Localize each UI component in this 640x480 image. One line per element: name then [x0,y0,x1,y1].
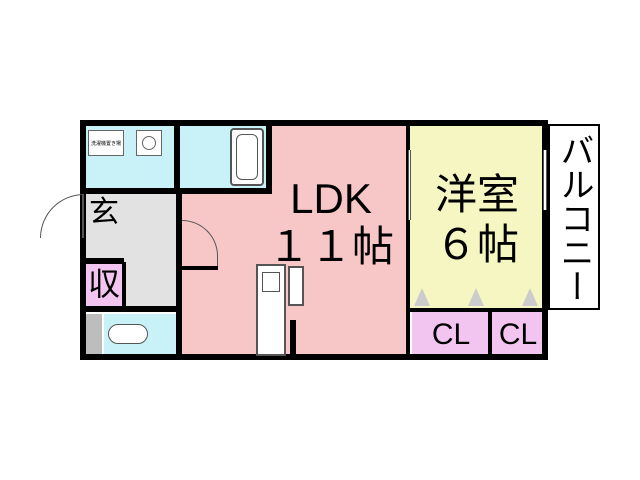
wall-closet-top [408,308,546,312]
closet-door-icon [414,288,430,306]
closet-1-area [412,312,490,356]
washer-space: 洗濯機置き場 [88,130,124,156]
closet-2-label: CL [498,318,538,351]
wall-kitchen-post [290,320,296,356]
wall-hall-ldk [176,188,182,358]
wall-wash-bath [174,120,180,194]
wall-entrance-storage [80,258,124,264]
wall-wash-bottom [80,188,180,194]
wall-top [80,120,548,126]
balcony-area [548,124,600,310]
side-strip [84,314,102,356]
fridge-space [288,266,304,306]
closet-door-icon [468,288,484,306]
closet-door-icon [522,288,538,306]
closet-1-label: CL [431,318,471,351]
washer-space-label: 洗濯機置き場 [90,141,121,147]
wall-left [80,120,86,360]
western-room-size-label: ６帖 [434,221,519,268]
hallway [124,194,180,310]
sliding-door-divider [408,150,411,220]
balcony-window [543,150,547,210]
wall-ldk-stub [182,266,218,270]
washbasin-icon [136,130,162,156]
wall-hall-side [122,262,126,310]
balcony-label: バルコニー [555,133,593,303]
wall-bath-ldk [266,120,272,194]
wall-right [542,120,548,360]
wall-ldk-closet-divider [406,124,410,358]
closet-2-area [492,312,544,356]
entrance-label: 玄 [86,198,122,228]
ldk-size-label: １１帖 [267,223,394,270]
bathtub-icon [230,128,264,186]
entrance-door-icon [40,194,84,238]
toilet-icon [108,324,148,344]
wall-bottom [80,354,548,360]
kitchen-counter [256,264,286,356]
wall-bath-bottom [178,188,270,194]
ldk-name-label: LDK [290,175,372,222]
western-room-name-label: 洋室 [434,171,519,218]
wall-closet-mid [488,308,492,358]
western-room [410,124,544,310]
wall-storage-toilet [80,306,180,312]
storage-label: 収 [87,266,120,302]
storage-area [84,262,124,308]
